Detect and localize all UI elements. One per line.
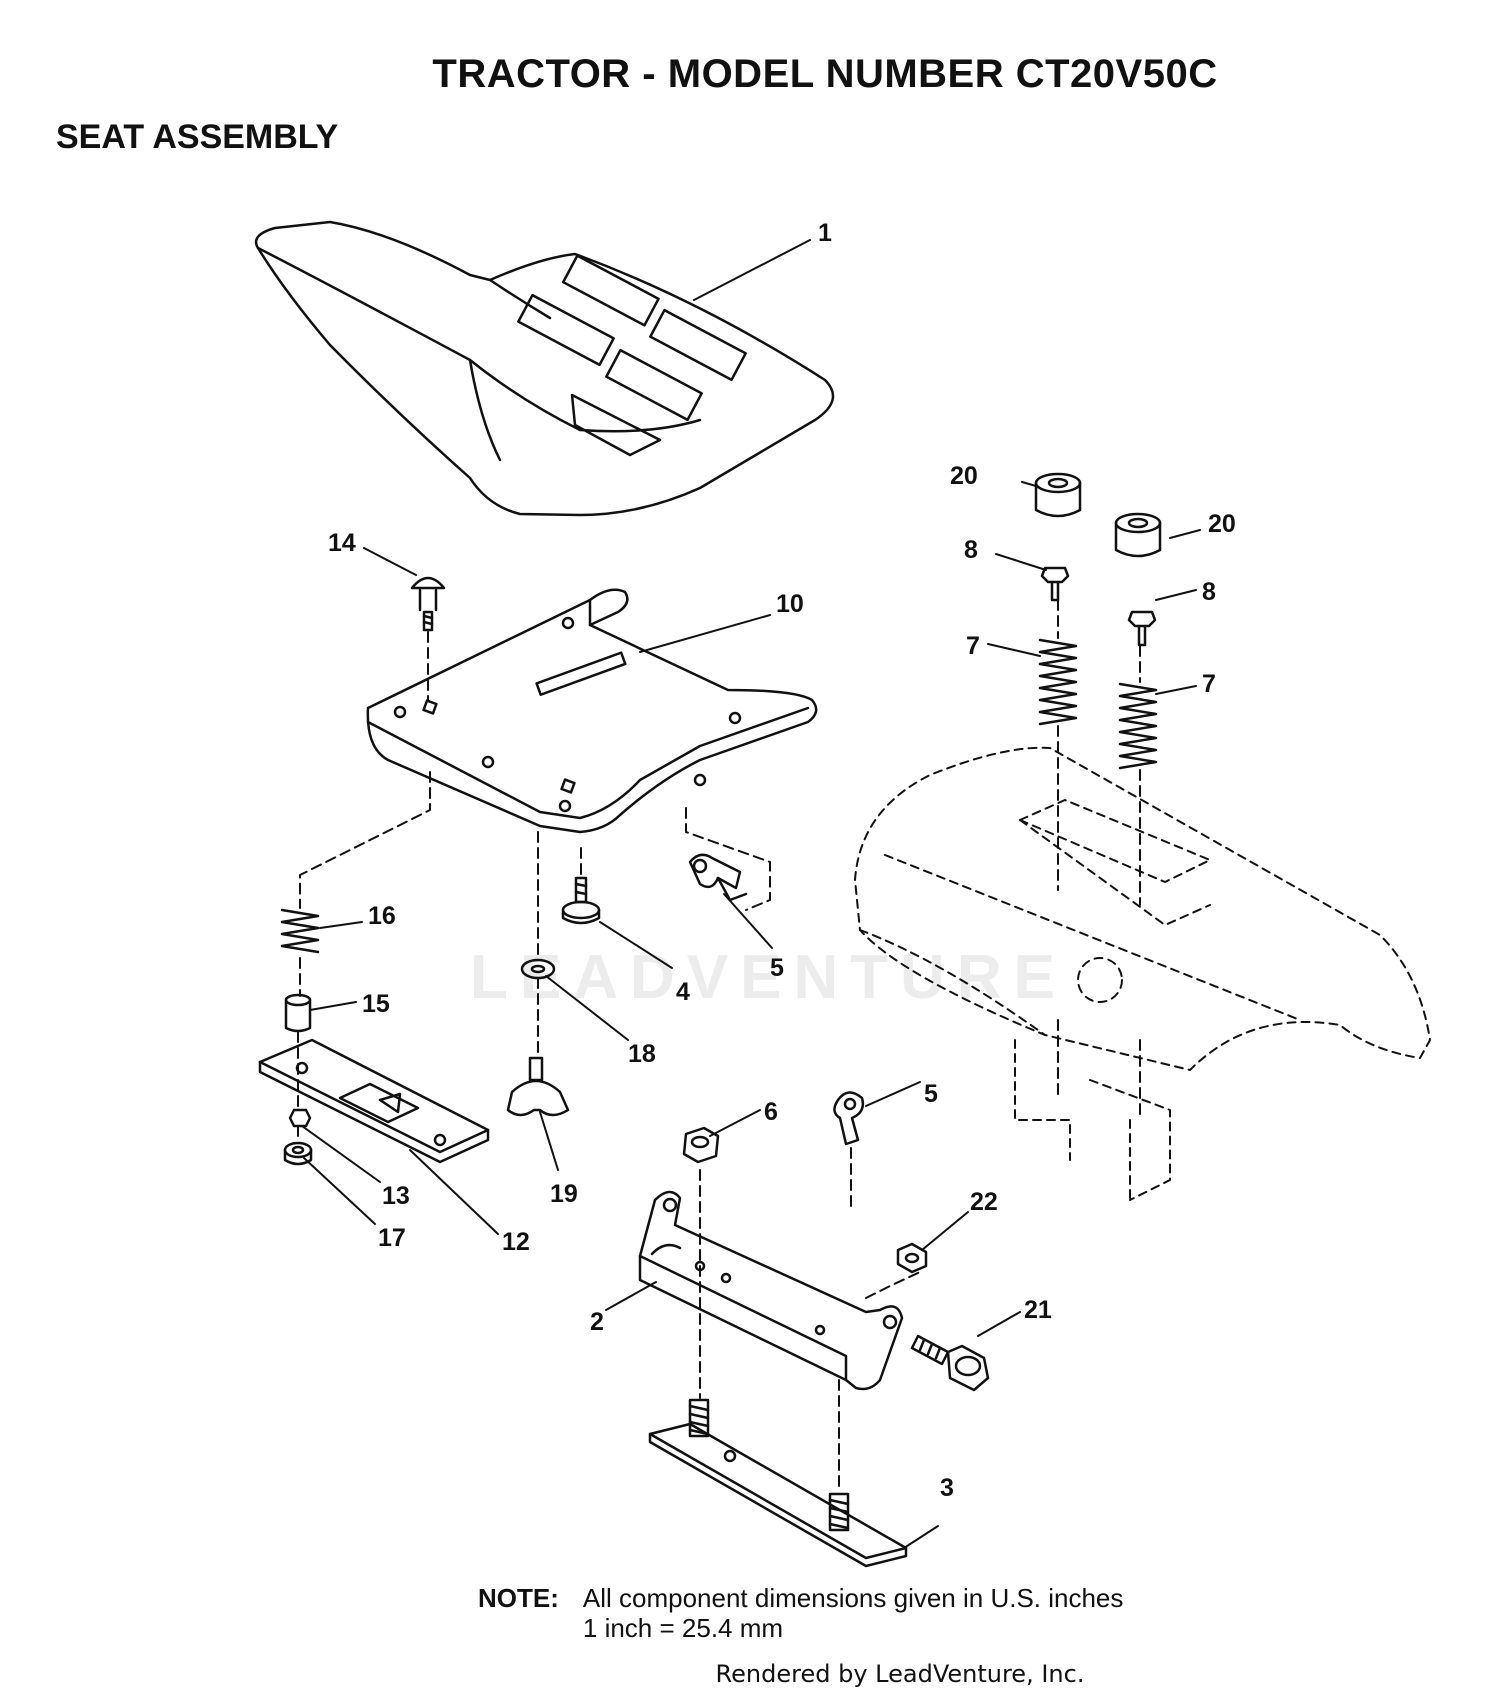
callout-16: 16 [368, 902, 396, 930]
callout-5-upper: 5 [770, 954, 784, 982]
hex-nut-part [682, 1126, 720, 1164]
screw-right-part [1127, 610, 1157, 647]
callout-18: 18 [628, 1040, 656, 1068]
callout-22: 22 [970, 1188, 998, 1216]
callout-5-lower: 5 [924, 1080, 938, 1108]
watermark: LEADVENTURE [470, 943, 1068, 1012]
callout-8-left: 8 [964, 536, 978, 564]
screw-left-part [1040, 566, 1070, 602]
rendered-by-credit: Rendered by LeadVenture, Inc. [715, 1660, 1085, 1688]
callout-1: 1 [818, 219, 832, 247]
bracket-part [638, 1190, 904, 1391]
bushing-part [284, 993, 312, 1033]
page-title: TRACTOR - MODEL NUMBER CT20V50C [432, 52, 1218, 96]
callout-17: 17 [378, 1224, 406, 1252]
callout-2: 2 [590, 1308, 604, 1336]
callout-4: 4 [676, 978, 690, 1006]
spring-right-part [1118, 682, 1158, 770]
callout-12: 12 [502, 1228, 530, 1256]
flange-nut-part [896, 1242, 928, 1274]
callout-labels: 1 10 14 20 20 8 8 7 7 16 15 12 13 17 4 1… [328, 219, 1236, 1502]
callout-6: 6 [764, 1098, 778, 1126]
shoulder-bolt-part [561, 876, 601, 925]
callout-13: 13 [382, 1182, 410, 1210]
note-line-1: All component dimensions given in U.S. i… [582, 1583, 1124, 1613]
clip-upper-part [688, 853, 748, 902]
callout-15: 15 [362, 990, 390, 1018]
clip-lower-part [833, 1091, 865, 1146]
callout-20-right: 20 [1208, 510, 1236, 538]
callout-7-right: 7 [1202, 670, 1216, 698]
small-spring-part [280, 908, 320, 954]
washer-part [520, 958, 556, 980]
carriage-bolt-part [410, 576, 446, 632]
locknut-part [283, 1141, 313, 1166]
note-label: NOTE: [478, 1583, 559, 1613]
callout-10: 10 [776, 590, 804, 618]
slide-plate-part [258, 1038, 490, 1164]
callout-7-left: 7 [966, 632, 980, 660]
callout-14: 14 [328, 529, 356, 557]
seat-part [254, 220, 835, 517]
nut-part [288, 1108, 312, 1128]
callout-3: 3 [940, 1474, 954, 1502]
note-text: All component dimensions given in U.S. i… [583, 1583, 1124, 1643]
stud-plate-part [648, 1398, 908, 1568]
note-line-2: 1 inch = 25.4 mm [582, 1613, 784, 1643]
callout-20-left: 20 [950, 462, 978, 490]
tractor-frame [854, 746, 1431, 1201]
spacer-right-part [1114, 512, 1162, 558]
callout-19: 19 [550, 1180, 578, 1208]
knob-part [506, 1056, 570, 1117]
spring-left-part [1038, 638, 1078, 726]
dimension-note: NOTE: All component dimensions given in … [478, 1583, 1123, 1643]
callout-21: 21 [1024, 1296, 1052, 1324]
spacer-left-part [1034, 472, 1082, 518]
hex-bolt-part [910, 1334, 990, 1392]
callout-8-right: 8 [1202, 578, 1216, 606]
section-title: SEAT ASSEMBLY [56, 118, 339, 156]
seat-pan-part [366, 588, 818, 834]
